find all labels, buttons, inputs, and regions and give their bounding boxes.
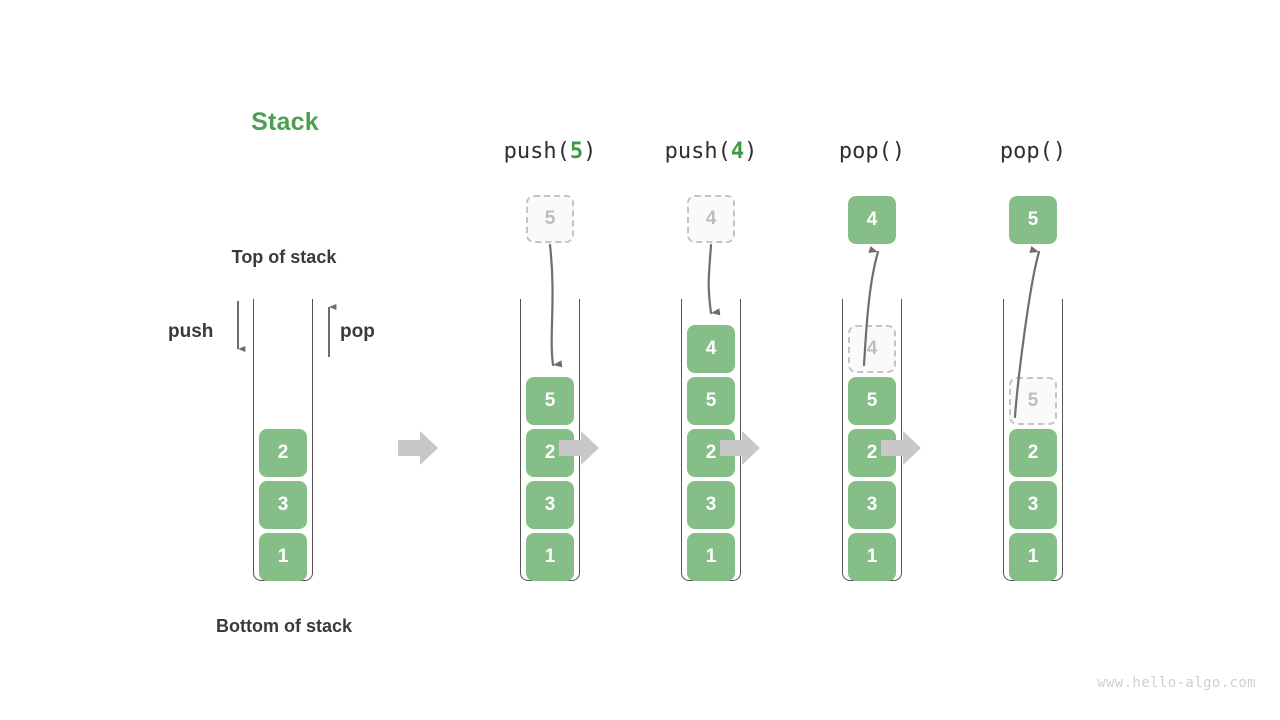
bottom-of-stack-label: Bottom of stack bbox=[215, 616, 352, 636]
step-label-argument: 5 bbox=[569, 139, 584, 164]
stack-cell: 1 bbox=[259, 533, 307, 581]
transition-arrow-2 bbox=[557, 428, 601, 468]
stack-cell-ghost: 5 bbox=[1009, 377, 1057, 425]
step-label-suffix: ) bbox=[744, 139, 758, 164]
stack-cell: 2 bbox=[1009, 429, 1057, 477]
stack-cell: 4 bbox=[687, 325, 735, 373]
floating-cell-ghost: 4 bbox=[687, 195, 735, 243]
step-label-suffix: ) bbox=[1052, 139, 1067, 164]
step-label-prefix: push( bbox=[664, 139, 731, 164]
stack-cell: 1 bbox=[526, 533, 574, 581]
stack-cell: 5 bbox=[848, 377, 896, 425]
step-label-3: pop() bbox=[797, 139, 947, 164]
watermark: www.hello-algo.com bbox=[1097, 675, 1256, 691]
stack-cell-ghost: 4 bbox=[848, 325, 896, 373]
stack-cell: 1 bbox=[1009, 533, 1057, 581]
step-label-prefix: pop( bbox=[838, 139, 892, 164]
stack-cell: 1 bbox=[848, 533, 896, 581]
step-label-suffix: ) bbox=[583, 139, 597, 164]
right-arrow-icon bbox=[881, 431, 921, 465]
floating-cell-solid: 4 bbox=[848, 196, 896, 244]
step-label-suffix: ) bbox=[891, 139, 906, 164]
pop-label: pop bbox=[340, 321, 375, 342]
transition-arrow-1 bbox=[396, 428, 440, 468]
floating-cell-solid: 5 bbox=[1009, 196, 1057, 244]
stack-cell: 5 bbox=[687, 377, 735, 425]
top-of-stack-label: Top of stack bbox=[231, 247, 337, 267]
transition-arrow-3 bbox=[718, 428, 762, 468]
step-label-prefix: pop( bbox=[999, 139, 1053, 164]
right-arrow-icon bbox=[559, 431, 599, 465]
transition-arrow-4 bbox=[879, 428, 923, 468]
stack-cell: 3 bbox=[526, 481, 574, 529]
floating-cell-ghost: 5 bbox=[526, 195, 574, 243]
step-label-argument: 4 bbox=[730, 139, 745, 164]
stack-cell: 1 bbox=[687, 533, 735, 581]
stack-cell: 2 bbox=[259, 429, 307, 477]
stack-cell: 3 bbox=[259, 481, 307, 529]
step-label-2: push(4) bbox=[636, 139, 786, 164]
page-title: Stack bbox=[251, 108, 319, 136]
right-arrow-icon bbox=[720, 431, 760, 465]
step-label-prefix: push( bbox=[503, 139, 570, 164]
stack-cell: 3 bbox=[848, 481, 896, 529]
step-label-1: push(5) bbox=[475, 139, 625, 164]
stack-cell: 3 bbox=[1009, 481, 1057, 529]
stack-cell: 5 bbox=[526, 377, 574, 425]
right-arrow-icon bbox=[398, 431, 438, 465]
stack-cell: 3 bbox=[687, 481, 735, 529]
step-label-4: pop() bbox=[958, 139, 1108, 164]
push-label: push bbox=[168, 321, 214, 342]
